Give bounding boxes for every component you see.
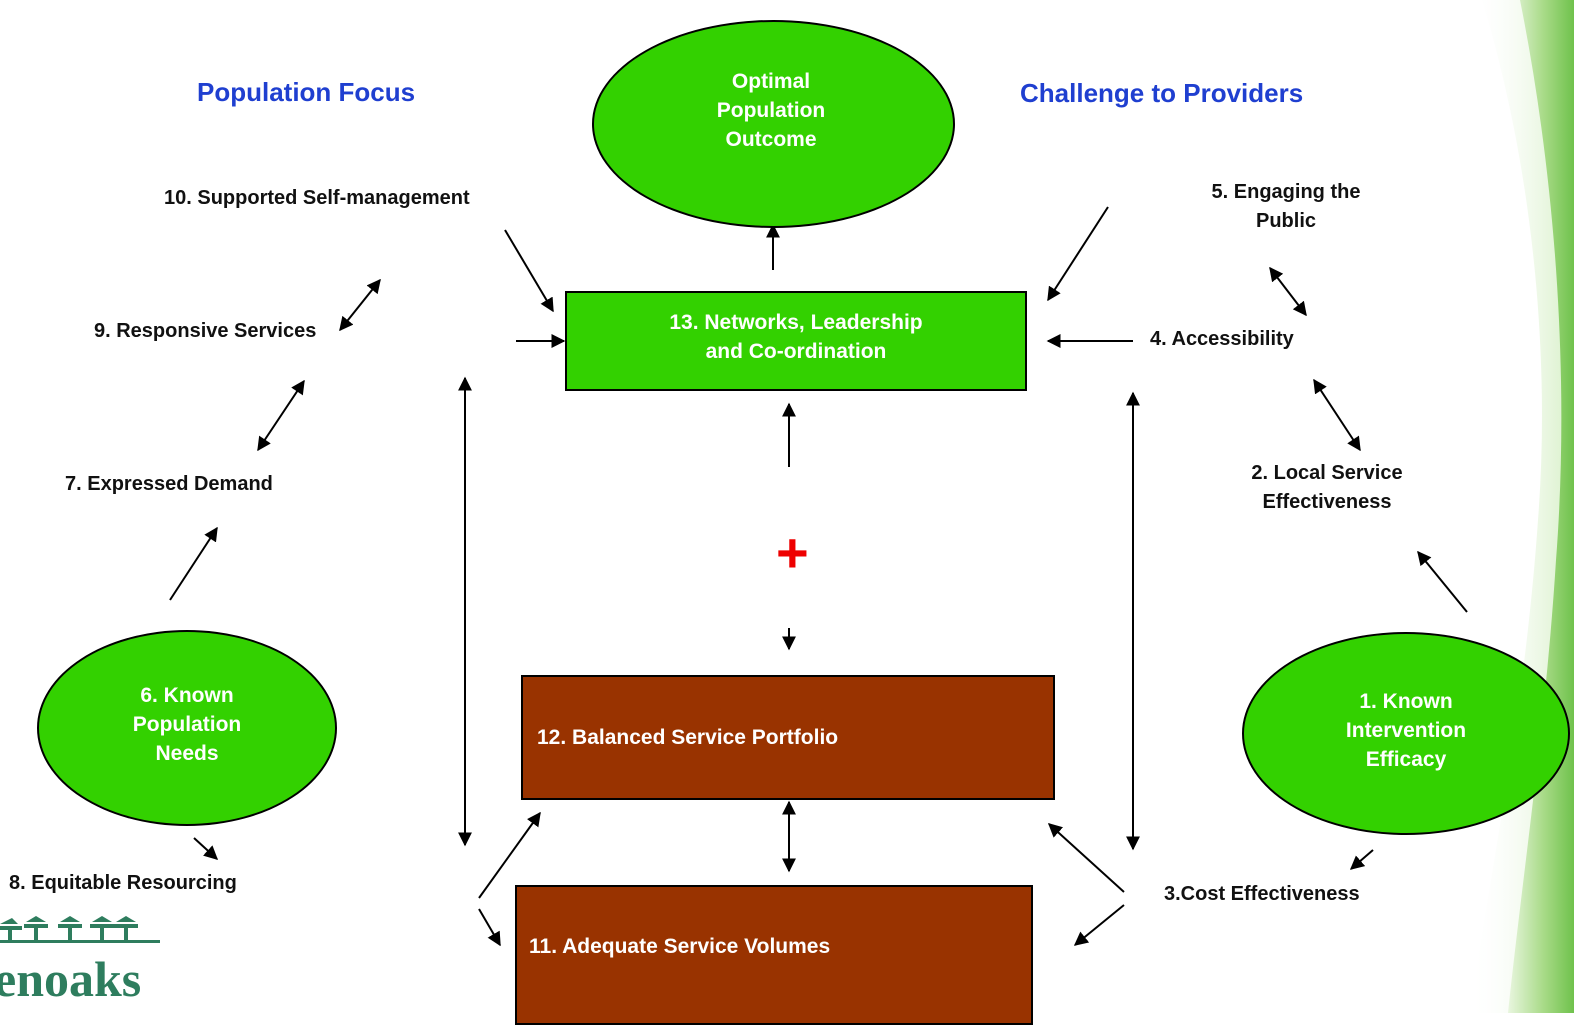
arrow-local-accessibility [1313, 378, 1361, 452]
arrow-selfmgmt-to-networks [504, 229, 554, 313]
label-responsive-services: 9. Responsive Services [94, 320, 317, 342]
logo-trees-icon [0, 916, 160, 943]
arrow-to-volumes-left [478, 908, 501, 947]
node-optimal-outcome: Optimal Population Outcome [592, 20, 955, 228]
arrow-needs-to-equitable [193, 837, 219, 860]
label-local-service-effectiveness-line1: 2. Local Service [1251, 462, 1403, 484]
arrow-needs-to-equitable [1194, 838, 1209, 852]
label-expressed-demand: 7. Expressed Demand [65, 473, 273, 495]
plus-sign: + [776, 521, 809, 584]
heading-population-focus: Population Focus [197, 77, 416, 107]
node-networks-leadership-text: 13. Networks, Leadership and Co-ordinati… [669, 311, 923, 363]
arrow-efficacy-to-cost [1349, 849, 1374, 870]
node-known-population-needs-text: 6. Known Population Needs [132, 683, 242, 765]
label-engaging-public: 5. Engaging the Public [1177, 178, 1395, 236]
node-balanced-portfolio: 12. Balanced Service Portfolio [521, 675, 1055, 800]
arrow-engaging-to-networks [1047, 206, 1109, 302]
label-cost-effectiveness: 3.Cost Effectiveness [1164, 883, 1360, 905]
arrow-to-portfolio-left [478, 811, 541, 899]
arrow-accessibility-engaging [1269, 266, 1307, 317]
label-equitable-resourcing: 8. Equitable Resourcing [9, 872, 237, 894]
node-known-population-needs: 6. Known Population Needs [37, 630, 337, 826]
arrow-responsive-selfmgmt [339, 278, 381, 332]
logo: enoaks [0, 916, 170, 1013]
node-adequate-volumes-text: 11. Adequate Service Volumes [529, 935, 831, 958]
node-optimal-outcome-text: Optimal Population Outcome [716, 69, 826, 151]
heading-challenge-providers: Challenge to Providers [1020, 78, 1304, 108]
label-local-service-effectiveness-line2: Effectiveness [1262, 491, 1392, 513]
label-supported-self-management: 10. Supported Self-management [164, 187, 470, 209]
node-balanced-portfolio-text: 12. Balanced Service Portfolio [537, 725, 839, 749]
arrow-expressed-responsive [257, 379, 305, 452]
arrow-cost-to-volumes [1073, 904, 1125, 946]
arrow-needs-to-expressed [169, 526, 218, 601]
label-accessibility: 4. Accessibility [1150, 328, 1294, 350]
node-adequate-volumes: 11. Adequate Service Volumes [515, 885, 1033, 1025]
arrow-cost-to-portfolio [1047, 823, 1125, 893]
label-local-service-effectiveness: 2. Local Service Effectiveness [1217, 459, 1437, 517]
label-engaging-public-line2: Public [1255, 210, 1316, 232]
node-known-intervention-efficacy-text: 1. Known Intervention Efficacy [1345, 690, 1467, 771]
node-known-intervention-efficacy: 1. Known Intervention Efficacy [1242, 632, 1570, 835]
logo-text: enoaks [0, 951, 142, 1007]
arrow-efficacy-to-local [1417, 550, 1468, 613]
node-networks-leadership: 13. Networks, Leadership and Co-ordinati… [565, 291, 1027, 391]
label-engaging-public-line1: 5. Engaging the [1211, 181, 1361, 203]
